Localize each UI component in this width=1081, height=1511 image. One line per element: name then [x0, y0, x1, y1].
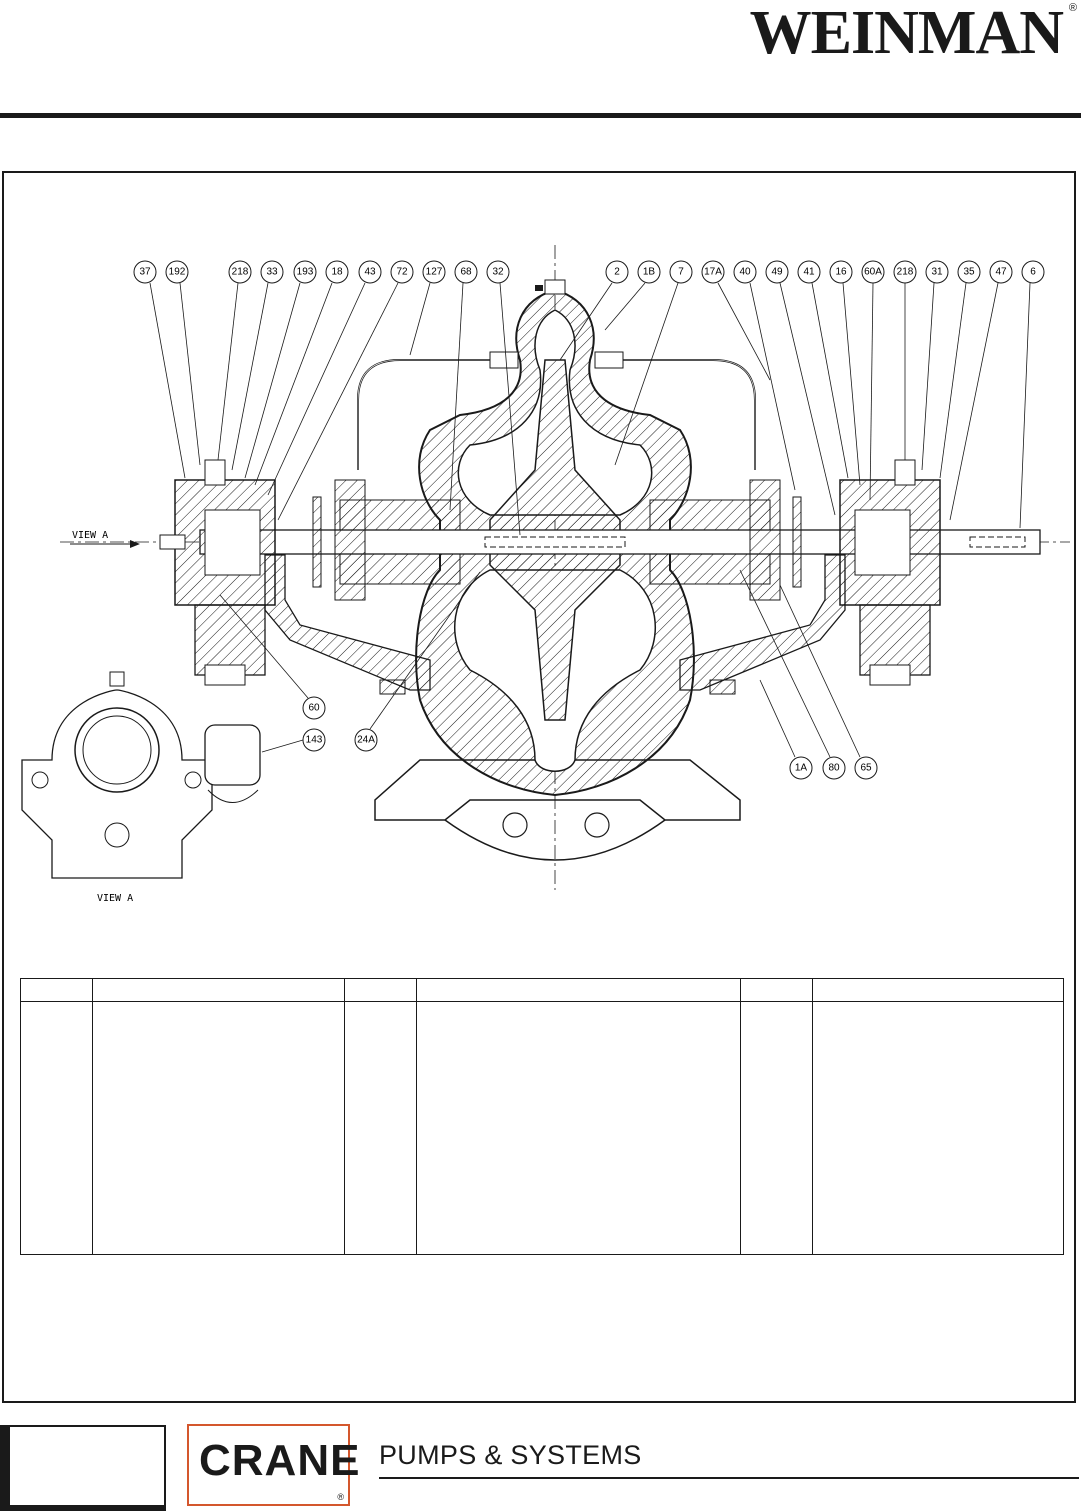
callout-label: 31	[931, 267, 943, 278]
crane-logo-text: CRANE	[199, 1436, 361, 1485]
callout-label: 16	[835, 267, 847, 278]
table-column-divider	[344, 979, 345, 1254]
callout-label: 72	[396, 267, 408, 278]
crane-registered-mark: ®	[337, 1492, 344, 1502]
callout-lower-group	[219, 569, 878, 780]
callout-label: 65	[860, 763, 872, 774]
table-column-divider	[812, 979, 813, 1254]
callout-label: 43	[364, 267, 376, 278]
brand-registered-mark: ®	[1068, 2, 1077, 14]
callout-label: 49	[771, 267, 783, 278]
callout-label: 17A	[704, 267, 722, 278]
callout-label: 60A	[864, 267, 882, 278]
callout-label: 80	[828, 763, 840, 774]
callout-label: 32	[492, 267, 504, 278]
callout-label: 18	[331, 267, 343, 278]
callout-label: 218	[897, 267, 914, 278]
callout-label: 192	[169, 267, 186, 278]
block-box	[8, 1425, 166, 1507]
callout-label: 60	[308, 703, 320, 714]
callout-label: 41	[803, 267, 815, 278]
crane-logo: CRANE ®	[187, 1424, 359, 1506]
callout-label: 2	[614, 267, 620, 278]
block-bottom-bar	[0, 1507, 166, 1511]
callout-label: 24A	[357, 735, 375, 746]
callout-label: 193	[297, 267, 314, 278]
footer-rule	[379, 1477, 1079, 1479]
callout-label: 33	[266, 267, 278, 278]
view-a-arrow-label: VIEW A	[72, 530, 108, 541]
callout-label: 47	[995, 267, 1007, 278]
callout-label: 143	[306, 735, 323, 746]
table-column-divider	[92, 979, 93, 1254]
header-rule	[0, 113, 1081, 118]
pumps-systems-tagline: PUMPS & SYSTEMS	[379, 1440, 642, 1470]
table-header-rule	[21, 1001, 1063, 1002]
table-column-divider	[740, 979, 741, 1254]
brand-name: WEINMAN	[749, 0, 1064, 67]
weinman-logo: WEINMAN	[749, 0, 1064, 67]
callout-label: 1B	[643, 267, 656, 278]
callout-label: 218	[232, 267, 249, 278]
parts-list-table	[20, 978, 1064, 1255]
callout-top-group	[133, 260, 1045, 536]
callout-label: 1A	[795, 763, 808, 774]
callout-label: 7	[678, 267, 684, 278]
callout-label: 68	[460, 267, 472, 278]
callout-label: 35	[963, 267, 975, 278]
callout-label: 6	[1030, 267, 1036, 278]
block-bar	[0, 1425, 8, 1511]
view-a-caption: VIEW A	[97, 893, 133, 904]
callout-label: 127	[426, 267, 443, 278]
drawing-frame	[2, 171, 1076, 1403]
page-number-block	[0, 1425, 166, 1511]
callout-label: 40	[739, 267, 751, 278]
callout-label: 37	[139, 267, 151, 278]
table-column-divider	[416, 979, 417, 1254]
